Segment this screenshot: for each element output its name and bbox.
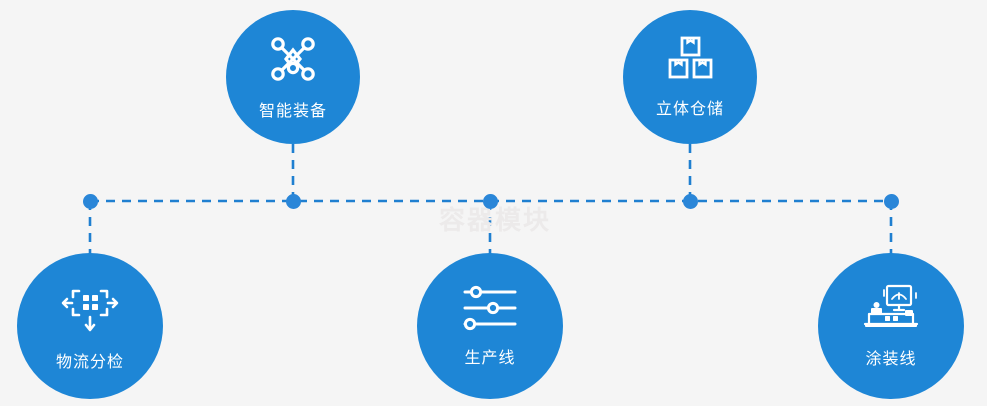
spine-dot-sorting	[82, 193, 98, 209]
node-label-production-line: 生产线	[464, 349, 516, 367]
node-label-logistics-sorting: 物流分检	[55, 353, 124, 371]
node-painting-line[interactable]: 涂装线	[818, 253, 964, 399]
node-logistics-sorting[interactable]: 物流分检	[17, 253, 163, 399]
watermark-label: 容器模块	[438, 205, 551, 235]
spine-dot-painting	[883, 193, 899, 209]
sliders-icon	[462, 285, 518, 331]
stacked-boxes-icon	[664, 35, 716, 83]
spine-dot-warehouse	[682, 193, 698, 209]
spine-dot-production	[482, 193, 498, 209]
node-label-painting-line: 涂装线	[865, 350, 917, 368]
node-production-line[interactable]: 生产线	[417, 253, 563, 399]
node-label-smart-equipment: 智能装备	[258, 103, 327, 120]
factory-monitor-icon	[861, 284, 921, 332]
spine-dot-smart	[285, 193, 301, 209]
node-label-warehouse-storage: 立体仓储	[655, 101, 724, 118]
node-smart-equipment[interactable]: 智能装备	[226, 10, 360, 144]
scan-sorting-icon	[61, 281, 119, 335]
node-warehouse-storage[interactable]: 立体仓储	[623, 10, 757, 144]
network-nodes-icon	[267, 33, 319, 85]
